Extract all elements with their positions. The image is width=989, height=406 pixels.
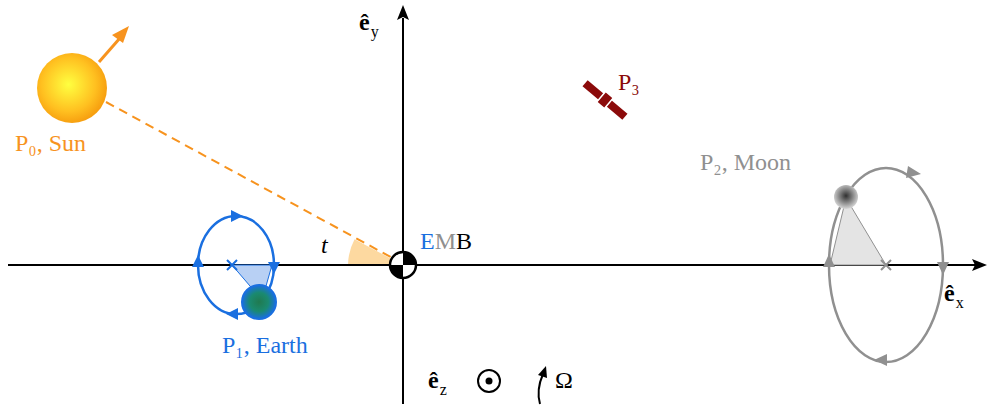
orbit-arrow [937,262,949,275]
barycenter-label: E [420,229,435,253]
sun-velocity [99,38,120,62]
axis-subscript: z [440,382,447,398]
body-label: P₃ [618,70,640,94]
orbit-arrow [906,166,921,178]
axis-arrowhead [972,259,987,271]
emb-symbol [390,265,403,278]
barycenter-label: B [456,229,472,253]
moon-orbit [829,168,943,362]
y-axis [402,18,404,404]
axis-label: ê [428,368,439,392]
body-label: P₂, Moon [700,150,791,174]
orbit-arrow [231,210,243,222]
barycenter-cross [227,260,237,270]
emb-symbol [390,252,416,278]
barycenter-cross [881,260,891,270]
orbit-arrow [226,308,238,320]
barycenter-label: M [435,229,456,253]
out-of-plane-symbol [478,370,500,392]
axis-label: ê [359,10,370,34]
emb-symbol [403,252,416,265]
axis-label: ê [944,281,955,305]
moon-wedge [830,198,886,265]
axis-subscript: y [371,24,379,40]
sun-direction [106,102,398,261]
rotation-arrow [538,366,547,378]
out-of-plane-symbol [486,378,493,385]
orbit-arrow [874,354,887,366]
body-label: P₁, Earth [222,333,308,357]
earth [242,285,276,319]
rotation-arrow [539,374,543,404]
orbit-arrow [823,254,835,267]
angle-label: t [321,233,328,257]
sun [37,53,107,123]
body-label: P₀, Sun [15,131,86,155]
axis-subscript: x [956,295,964,311]
orbit-arrow [268,262,280,274]
rotation-label: Ω [555,368,573,392]
orbit-arrow [192,255,204,267]
axis-arrowhead [397,5,409,20]
moon [834,185,858,209]
sun-velocity-head [112,26,129,43]
